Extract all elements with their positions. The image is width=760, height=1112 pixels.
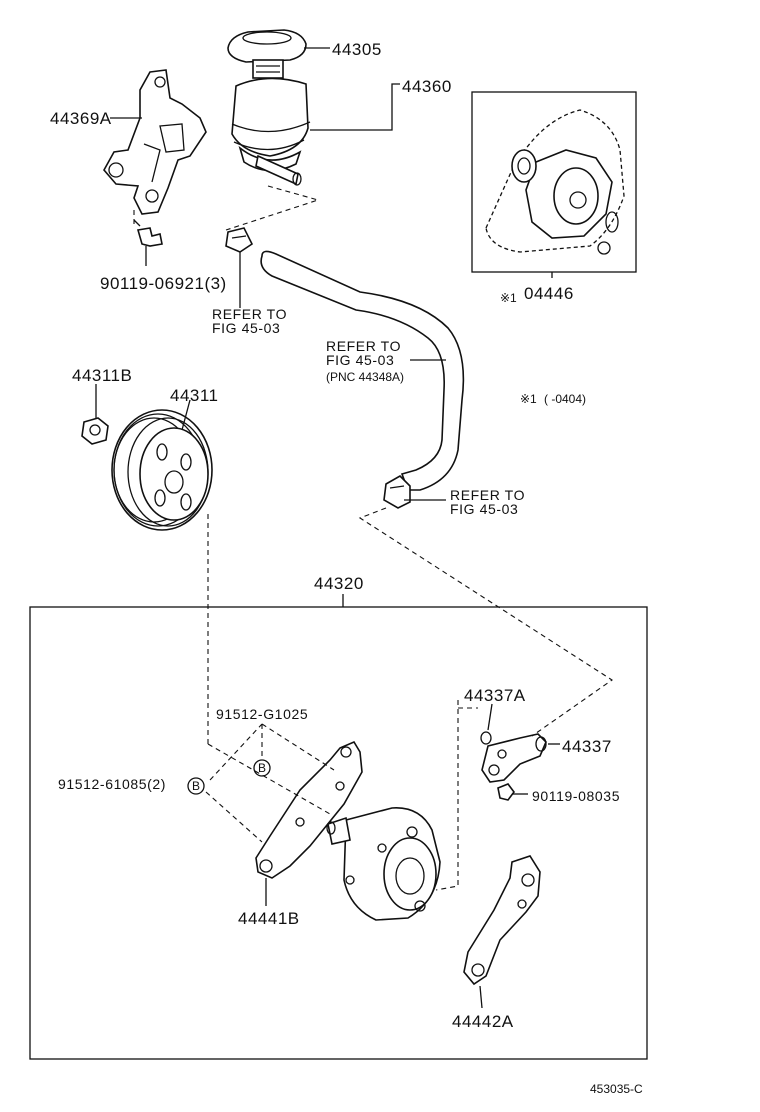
svg-text:B: B	[192, 779, 200, 793]
label-44441B: 44441B	[238, 909, 300, 928]
label-refer-3a: REFER TO	[450, 487, 525, 503]
b-marker-2: B	[187, 777, 205, 795]
hose-clamp-upper	[225, 227, 254, 253]
figure-code: 453035-C	[590, 1082, 643, 1096]
hose-clamp-lower	[383, 475, 411, 509]
reservoir-tank-44360	[231, 77, 311, 186]
label-44442A: 44442A	[452, 1012, 514, 1031]
union-44337	[481, 733, 547, 783]
label-44360: 44360	[402, 77, 452, 96]
label-44369A: 44369A	[50, 109, 112, 128]
note-1-mark: ※1	[520, 392, 537, 406]
label-refer-2b: FIG 45-03	[326, 352, 394, 368]
label-44311: 44311	[170, 386, 219, 405]
svg-text:B: B	[258, 761, 266, 775]
return-hose	[260, 250, 465, 491]
o-ring-44337A	[480, 731, 492, 745]
dashed-reference-lines	[133, 185, 613, 891]
bracket-44441B	[255, 740, 363, 879]
nut-44311B	[81, 417, 109, 445]
bracket-44369A	[103, 69, 207, 215]
leader-lines	[95, 47, 560, 1009]
label-44337: 44337	[562, 737, 612, 756]
bolt-90119-06921	[133, 219, 163, 247]
label-refer-1a: REFER TO	[212, 306, 287, 322]
label-90119-08035: 90119-08035	[532, 788, 620, 804]
reservoir-cap-44305	[227, 29, 307, 79]
label-refer-2c: (PNC 44348A)	[326, 370, 404, 384]
label-44311B: 44311B	[72, 366, 132, 385]
b-marker-1: B	[253, 759, 271, 777]
label-refer-1b: FIG 45-03	[212, 320, 280, 336]
power-steering-pump	[326, 807, 441, 921]
label-44305: 44305	[332, 40, 382, 59]
label-04446-mark: ※1	[500, 291, 517, 305]
gasket-kit-04446	[471, 91, 637, 273]
bracket-44442A	[463, 855, 541, 986]
label-04446: 04446	[524, 284, 574, 303]
label-refer-2a: REFER TO	[326, 338, 401, 354]
note-1-text: ( -0404)	[544, 392, 586, 406]
assembly-box-44320	[29, 606, 648, 1060]
pulley-44311	[111, 409, 213, 531]
bolt-90119-08035	[497, 783, 515, 801]
label-44337A: 44337A	[464, 686, 526, 705]
label-91512-G1025: 91512-G1025	[216, 706, 308, 722]
label-refer-3b: FIG 45-03	[450, 501, 518, 517]
label-44320: 44320	[314, 574, 364, 593]
label-91512-61085: 91512-61085(2)	[58, 776, 166, 792]
label-90119-06921: 90119-06921(3)	[100, 274, 227, 293]
